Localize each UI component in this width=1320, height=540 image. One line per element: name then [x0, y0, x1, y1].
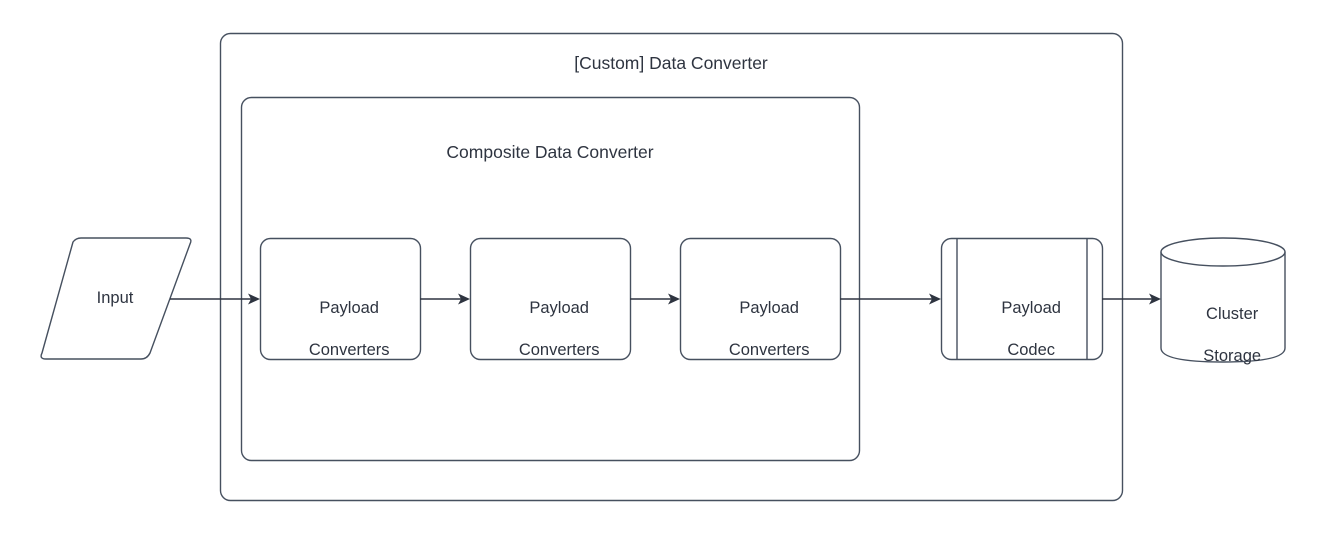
node-payload-converters-1-shape[interactable] — [259, 237, 422, 361]
edge-pc3-to-codec — [840, 293, 941, 305]
node-payload-converters-3-shape[interactable] — [679, 237, 842, 361]
edge-codec-to-storage — [1102, 293, 1161, 305]
edge-input-to-pc1 — [170, 293, 260, 305]
node-cluster-storage-body[interactable] — [1160, 251, 1286, 363]
node-payload-codec-shape[interactable] — [940, 237, 1104, 361]
node-input-shape[interactable] — [40, 237, 192, 360]
edge-pc2-to-pc3 — [630, 293, 680, 305]
edge-pc1-to-pc2 — [420, 293, 470, 305]
node-cluster-storage-top-ellipse — [1160, 237, 1286, 267]
node-payload-converters-2-shape[interactable] — [469, 237, 632, 361]
